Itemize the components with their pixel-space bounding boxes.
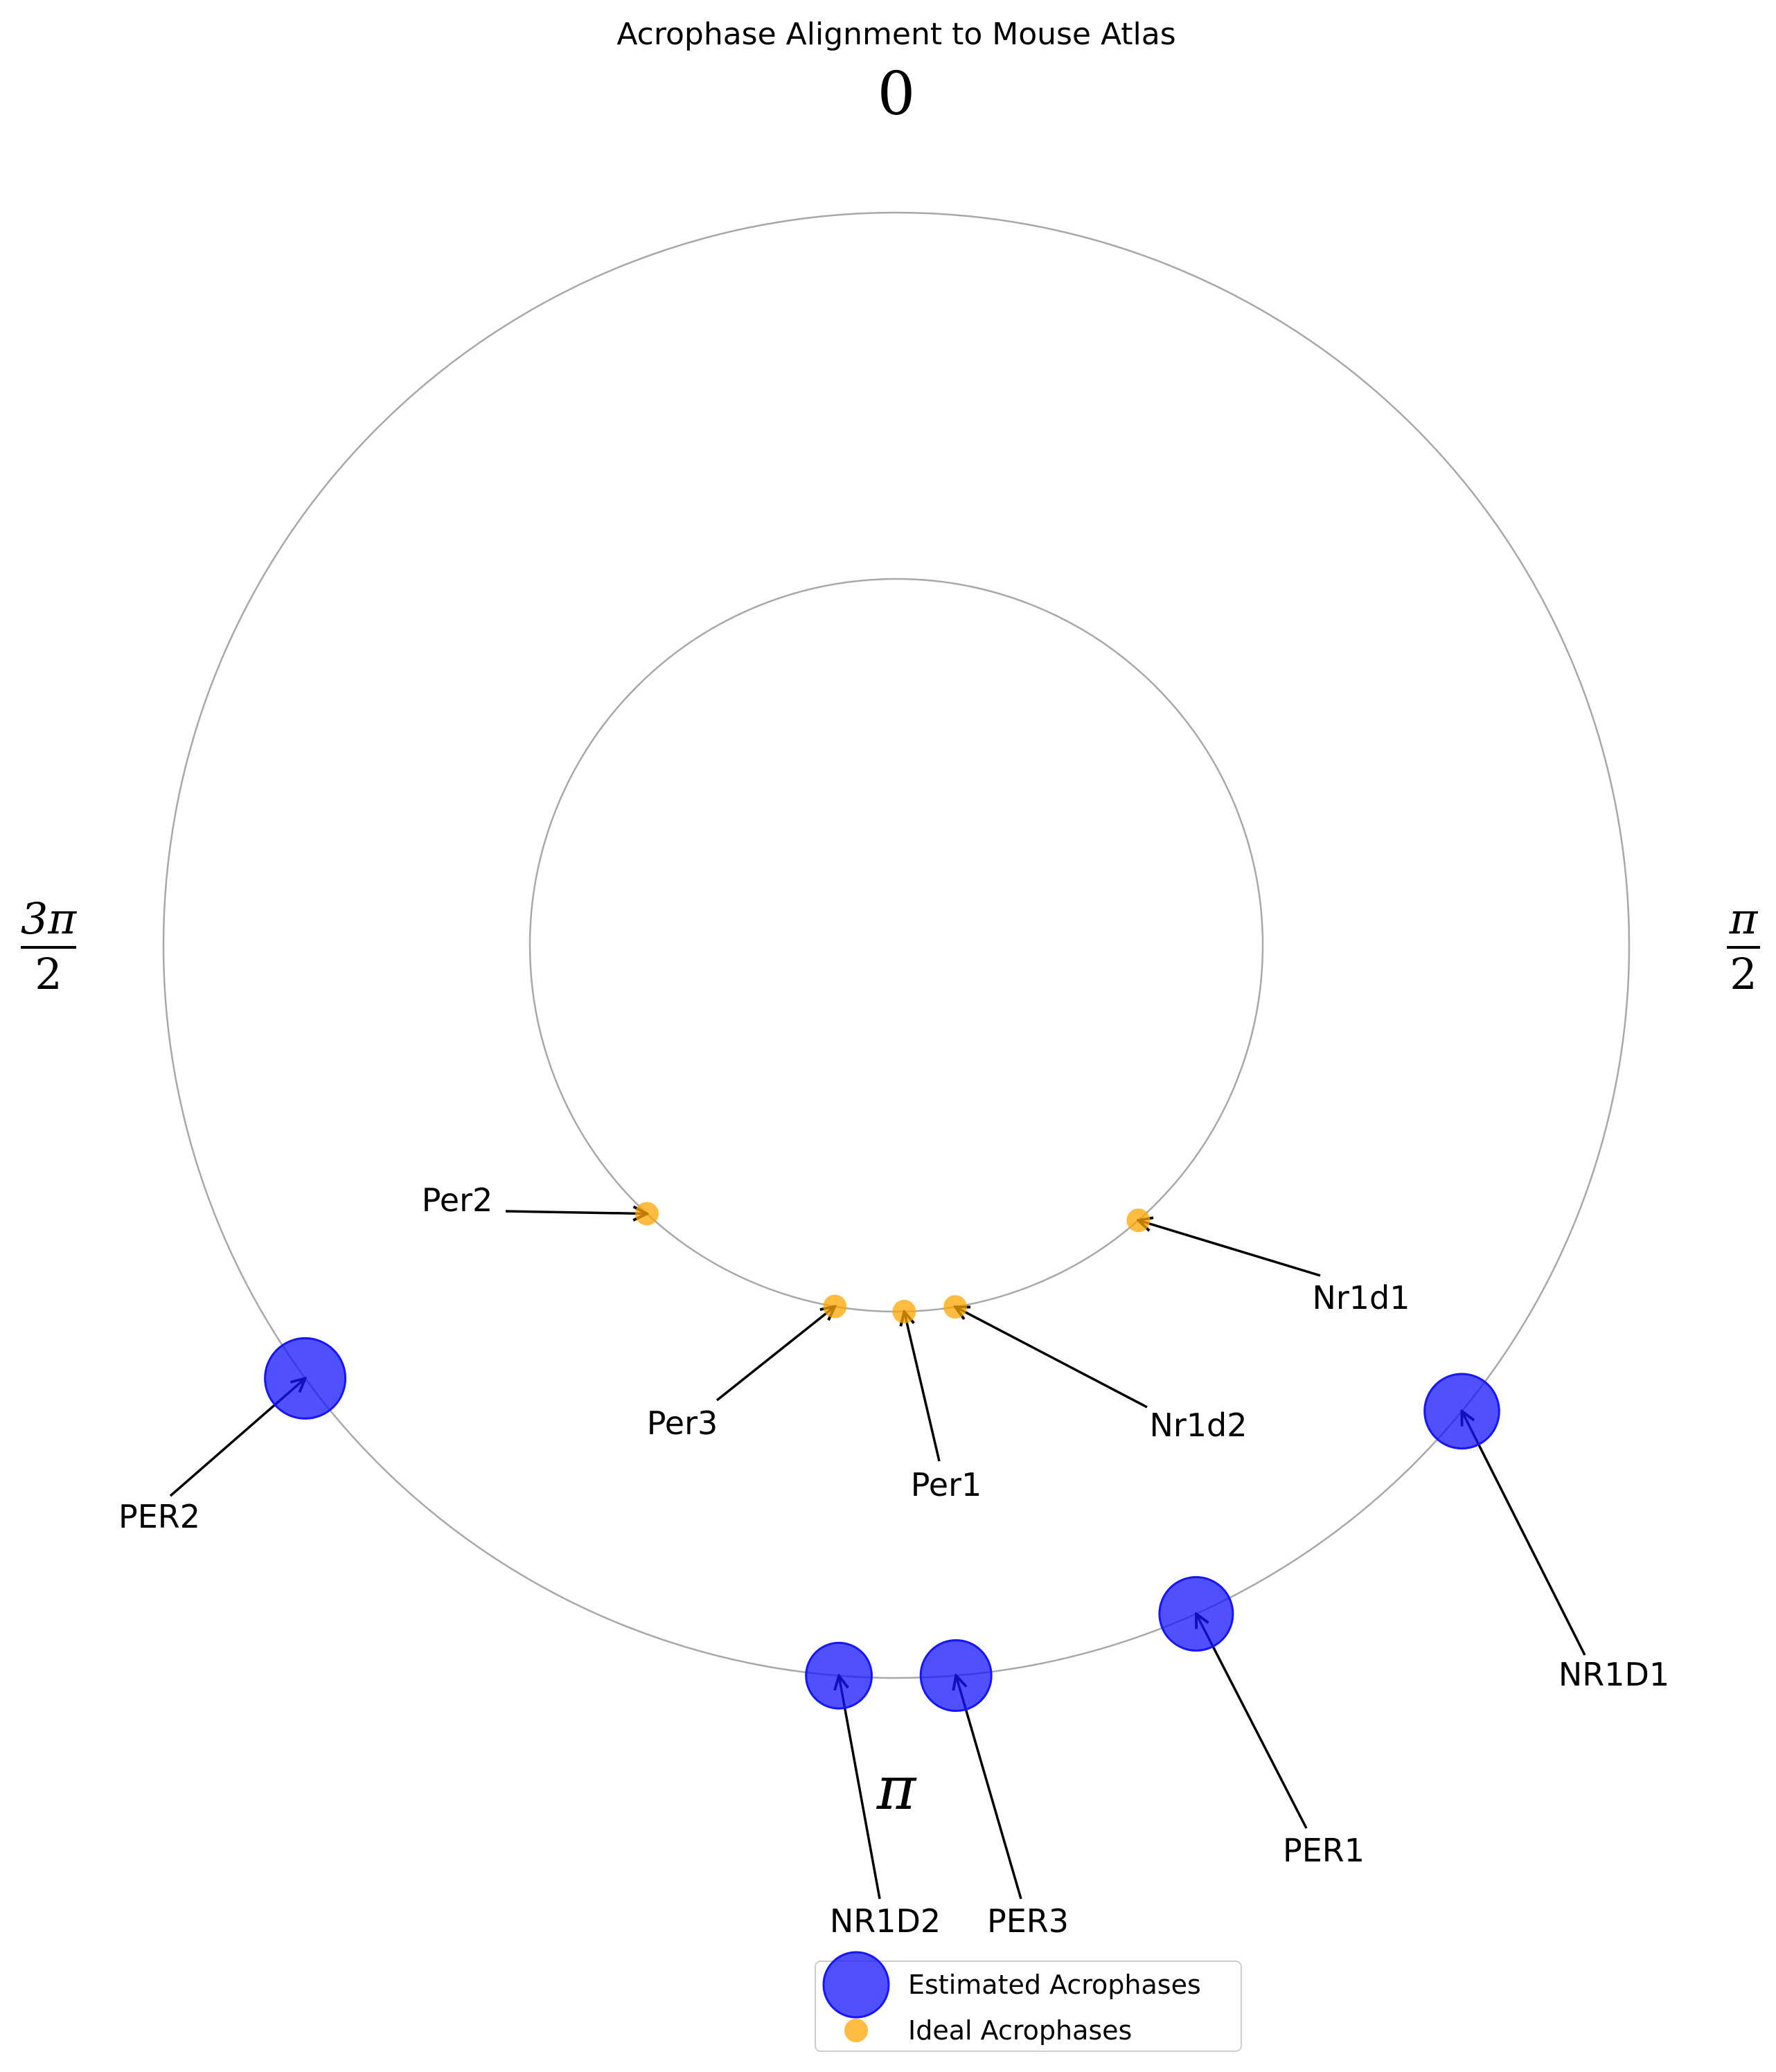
legend-label-estimated: Estimated Acrophases bbox=[908, 1970, 1201, 2000]
annotation-arrow-nr1d2 bbox=[839, 1676, 881, 1900]
estimated-point-per1 bbox=[1158, 1575, 1234, 1652]
annotation-label-per3: Per3 bbox=[647, 1404, 718, 1442]
legend-label-ideal: Ideal Acrophases bbox=[908, 2015, 1132, 2046]
theta-tick-0: 0 bbox=[878, 60, 916, 129]
ideal-point-per3 bbox=[823, 1294, 847, 1319]
annotation-label-nr1d2: Nr1d2 bbox=[1149, 1406, 1247, 1444]
annotation-label-nr1d2: NR1D2 bbox=[830, 1902, 941, 1940]
theta-tick-pi-over-2: π 2 bbox=[1727, 893, 1760, 999]
annotation-label-per3: PER3 bbox=[987, 1902, 1069, 1940]
annotation-arrow-per3 bbox=[956, 1676, 1022, 1900]
legend-frame bbox=[815, 1961, 1242, 2052]
annotation-label-per2: Per2 bbox=[422, 1181, 493, 1219]
annotation-arrow-per2 bbox=[505, 1211, 647, 1214]
legend: Estimated Acrophases Ideal Acrophases bbox=[815, 1951, 1242, 2052]
ideal-point-nr1d1 bbox=[1126, 1208, 1151, 1233]
annotation-arrow-nr1d2 bbox=[955, 1307, 1148, 1409]
annotation-arrow-per3 bbox=[716, 1307, 835, 1402]
annotation-arrow-per1 bbox=[1196, 1614, 1308, 1829]
theta-tick-3pi-over-2-denominator: 2 bbox=[35, 949, 62, 999]
theta-tick-3pi-over-2-numerator: 3π bbox=[21, 893, 77, 944]
legend-marker-estimated bbox=[822, 1951, 890, 2019]
annotation-arrow-nr1d1 bbox=[1462, 1411, 1586, 1656]
markers bbox=[264, 1202, 1500, 1712]
annotation-arrow-nr1d1 bbox=[1138, 1220, 1321, 1277]
annotation-label-per2: PER2 bbox=[118, 1498, 200, 1535]
theta-tick-3pi-over-2: 3π 2 bbox=[21, 893, 77, 999]
annotation-label-per1: PER1 bbox=[1283, 1832, 1365, 1869]
estimated-point-nr1d1 bbox=[1423, 1373, 1500, 1450]
annotation-label-nr1d1: Nr1d1 bbox=[1312, 1279, 1410, 1316]
estimated-point-per3 bbox=[919, 1639, 993, 1712]
estimated-point-nr1d2 bbox=[805, 1641, 873, 1710]
legend-marker-ideal bbox=[844, 2019, 868, 2042]
annotation-label-per1: Per1 bbox=[911, 1466, 982, 1503]
ideal-point-per2 bbox=[635, 1202, 659, 1226]
theta-tick-pi: π bbox=[876, 1754, 917, 1823]
ideal-point-per1 bbox=[892, 1299, 916, 1323]
theta-tick-pi-over-2-numerator: π bbox=[1729, 893, 1759, 944]
chart-title: Acrophase Alignment to Mouse Atlas bbox=[616, 17, 1175, 52]
annotation-label-nr1d1: NR1D1 bbox=[1559, 1656, 1669, 1693]
ideal-point-nr1d2 bbox=[943, 1295, 968, 1319]
annotation-arrow-per1 bbox=[904, 1312, 941, 1462]
theta-tick-pi-over-2-denominator: 2 bbox=[1730, 949, 1757, 999]
inner-ring bbox=[529, 578, 1264, 1313]
estimated-point-per2 bbox=[264, 1337, 347, 1420]
outer-ring bbox=[162, 211, 1631, 1679]
